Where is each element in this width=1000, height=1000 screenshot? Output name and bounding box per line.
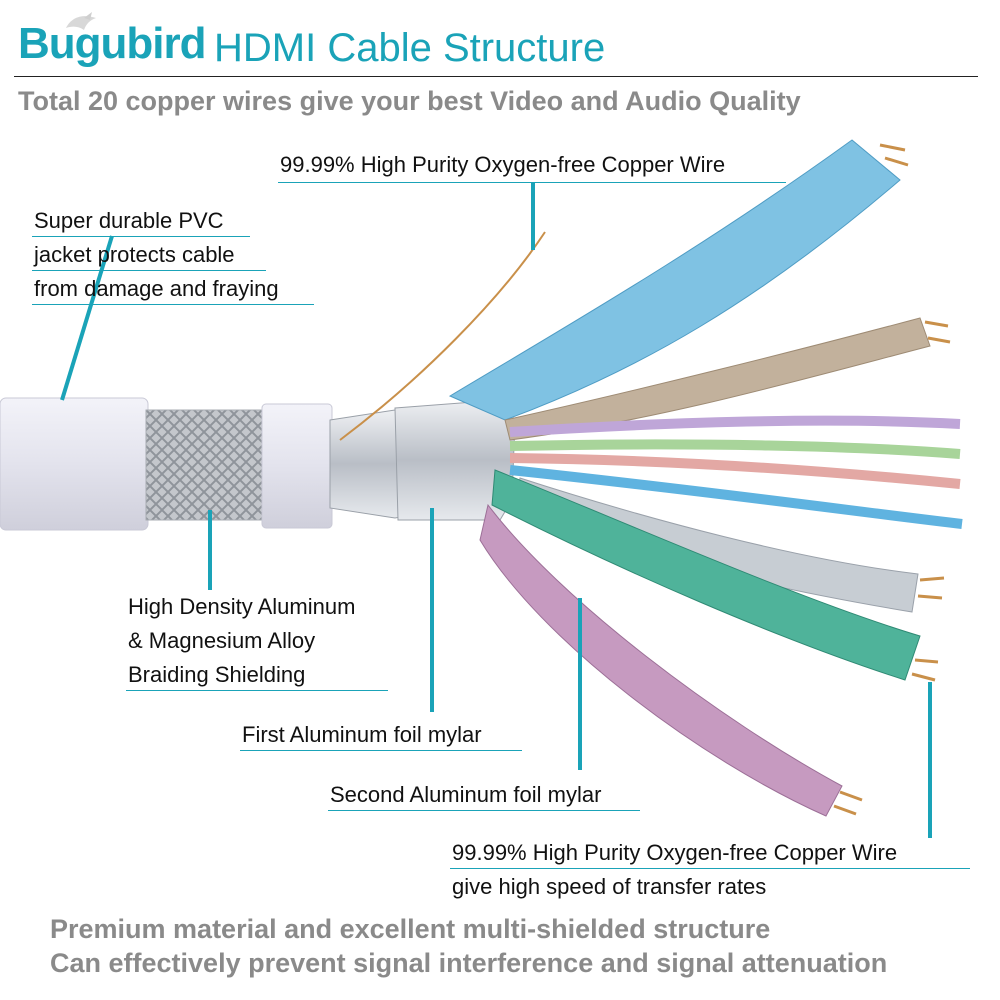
callout-foil-first: First Aluminum foil mylar bbox=[242, 722, 482, 747]
callout-pvc-line1: Super durable PVC bbox=[34, 208, 224, 233]
pair-blue bbox=[448, 139, 901, 421]
callout-braid-underline bbox=[126, 690, 388, 691]
callout-braid-line2: & Magnesium Alloy bbox=[128, 628, 316, 653]
drain-wire bbox=[339, 231, 546, 441]
pair-tan bbox=[504, 317, 931, 441]
pair-blue-tips bbox=[879, 143, 909, 167]
callout-copper-top-underline bbox=[278, 182, 786, 183]
leader-lines bbox=[60, 182, 932, 838]
braid-shield bbox=[145, 409, 267, 521]
callout-foil-first-underline bbox=[240, 750, 522, 751]
leader-pvc bbox=[60, 235, 114, 401]
callout-foil-second: Second Aluminum foil mylar bbox=[330, 782, 602, 807]
bird-logo-icon bbox=[62, 10, 102, 43]
wire-blue bbox=[509, 465, 963, 529]
callout-pvc-line3: from damage and fraying bbox=[34, 276, 279, 301]
wire-purple bbox=[509, 415, 961, 437]
callout-foil-second-underline bbox=[328, 810, 640, 811]
page-title: HDMI Cable Structure bbox=[214, 26, 606, 70]
callout-pvc-underline3 bbox=[32, 304, 314, 305]
title-divider bbox=[14, 76, 978, 77]
wire-red bbox=[509, 453, 961, 489]
jacket-ring bbox=[261, 403, 333, 529]
footer-line2: Can effectively prevent signal interfere… bbox=[50, 948, 888, 978]
pair-silver-tips bbox=[917, 576, 945, 600]
pair-green-tips bbox=[911, 658, 939, 682]
brand-logo: Bugubird bbox=[18, 19, 207, 68]
pvc-jacket bbox=[0, 397, 149, 531]
callout-copper-bottom-underline bbox=[450, 868, 970, 869]
pair-tan-tips bbox=[924, 320, 951, 344]
wire-green bbox=[509, 439, 961, 459]
callout-pvc-underline2 bbox=[32, 270, 266, 271]
callout-pvc-underline1 bbox=[32, 236, 250, 237]
callout-pvc-line2: jacket protects cable bbox=[34, 242, 235, 267]
callout-copper-bottom-line2: give high speed of transfer rates bbox=[452, 874, 767, 899]
pair-pink bbox=[479, 503, 843, 817]
pair-green bbox=[491, 469, 921, 681]
pair-pink-tips bbox=[833, 790, 863, 816]
page-subtitle: Total 20 copper wires give your best Vid… bbox=[18, 86, 801, 116]
callout-copper-top: 99.99% High Purity Oxygen-free Copper Wi… bbox=[280, 152, 726, 177]
callout-braid-line1: High Density Aluminum bbox=[128, 594, 356, 619]
callout-copper-bottom-line1: 99.99% High Purity Oxygen-free Copper Wi… bbox=[452, 840, 898, 865]
footer-line1: Premium material and excellent multi-shi… bbox=[50, 914, 771, 944]
callout-braid-line3: Braiding Shielding bbox=[128, 662, 306, 687]
